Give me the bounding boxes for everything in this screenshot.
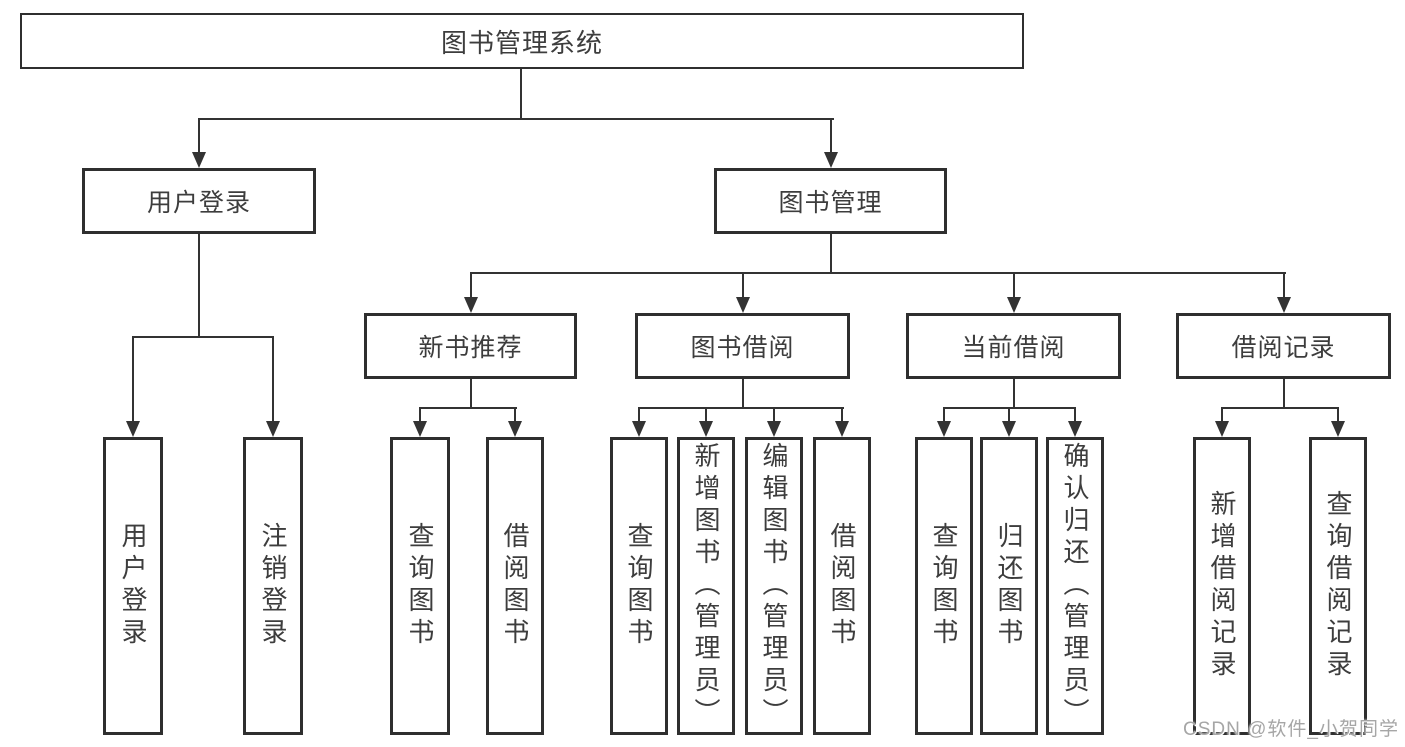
arrow-down-icon [632,421,646,437]
node-book-borrowing: 图书借阅 [635,313,850,379]
connector-line [773,407,775,422]
leaf-query-books-recommend: 查询图书 [390,437,450,735]
arrow-down-icon [937,421,951,437]
connector-line [470,379,472,409]
node-current-borrowing: 当前借阅 [906,313,1121,379]
arrow-down-icon [1277,297,1291,313]
node-root: 图书管理系统 [20,13,1024,69]
connector-line [638,407,844,409]
node-book-management: 图书管理 [714,168,947,234]
leaf-user-login: 用户登录 [103,437,163,735]
arrow-down-icon [736,297,750,313]
connector-line [638,407,640,422]
connector-line [705,407,707,422]
connector-line [841,407,843,422]
leaf-add-borrow-record: 新增借阅记录 [1193,437,1251,735]
leaf-logout: 注销登录 [243,437,303,735]
arrow-down-icon [1002,421,1016,437]
node-user-login: 用户登录 [82,168,316,234]
connector-line [470,272,1286,274]
connector-line [198,118,834,120]
leaf-query-books-current: 查询图书 [915,437,973,735]
connector-line [742,272,744,298]
connector-line [1221,407,1223,422]
arrow-down-icon [413,421,427,437]
connector-line [520,69,522,119]
arrow-down-icon [464,297,478,313]
connector-line [742,379,744,409]
connector-line [943,407,945,422]
leaf-borrow-books: 借阅图书 [813,437,871,735]
leaf-borrow-books-recommend: 借阅图书 [486,437,544,735]
connector-line [198,234,200,338]
arrow-down-icon [266,421,280,437]
leaf-add-books-admin: 新增图书（管理员） [677,437,735,735]
leaf-return-books: 归还图书 [980,437,1038,735]
connector-line [132,336,134,422]
connector-line [514,407,516,422]
arrow-down-icon [1331,421,1345,437]
arrow-down-icon [1007,297,1021,313]
leaf-confirm-return-admin: 确认归还（管理员） [1046,437,1104,735]
connector-line [132,336,274,338]
connector-line [272,336,274,422]
node-new-book-recommend: 新书推荐 [364,313,577,379]
arrow-down-icon [824,152,838,168]
connector-line [470,272,472,298]
arrow-down-icon [1215,421,1229,437]
arrow-down-icon [126,421,140,437]
arrow-down-icon [835,421,849,437]
arrow-down-icon [508,421,522,437]
leaf-edit-books-admin: 编辑图书（管理员） [745,437,803,735]
connector-line [1283,272,1285,298]
watermark-text: CSDN @软件_小贺同学 [1183,719,1399,740]
arrow-down-icon [1068,421,1082,437]
connector-line [1013,379,1015,409]
arrow-down-icon [767,421,781,437]
arrow-down-icon [699,421,713,437]
connector-line [419,407,517,409]
connector-line [1221,407,1339,409]
connector-line [830,234,832,274]
node-borrow-records: 借阅记录 [1176,313,1391,379]
leaf-query-borrow-record: 查询借阅记录 [1309,437,1367,735]
connector-line [1074,407,1076,422]
connector-line [198,118,200,154]
arrow-down-icon [192,152,206,168]
connector-line [1283,379,1285,409]
connector-line [1013,272,1015,298]
leaf-query-books-borrowing: 查询图书 [610,437,668,735]
connector-line [419,407,421,422]
connector-line [1008,407,1010,422]
connector-line [830,118,832,154]
connector-line [1337,407,1339,422]
